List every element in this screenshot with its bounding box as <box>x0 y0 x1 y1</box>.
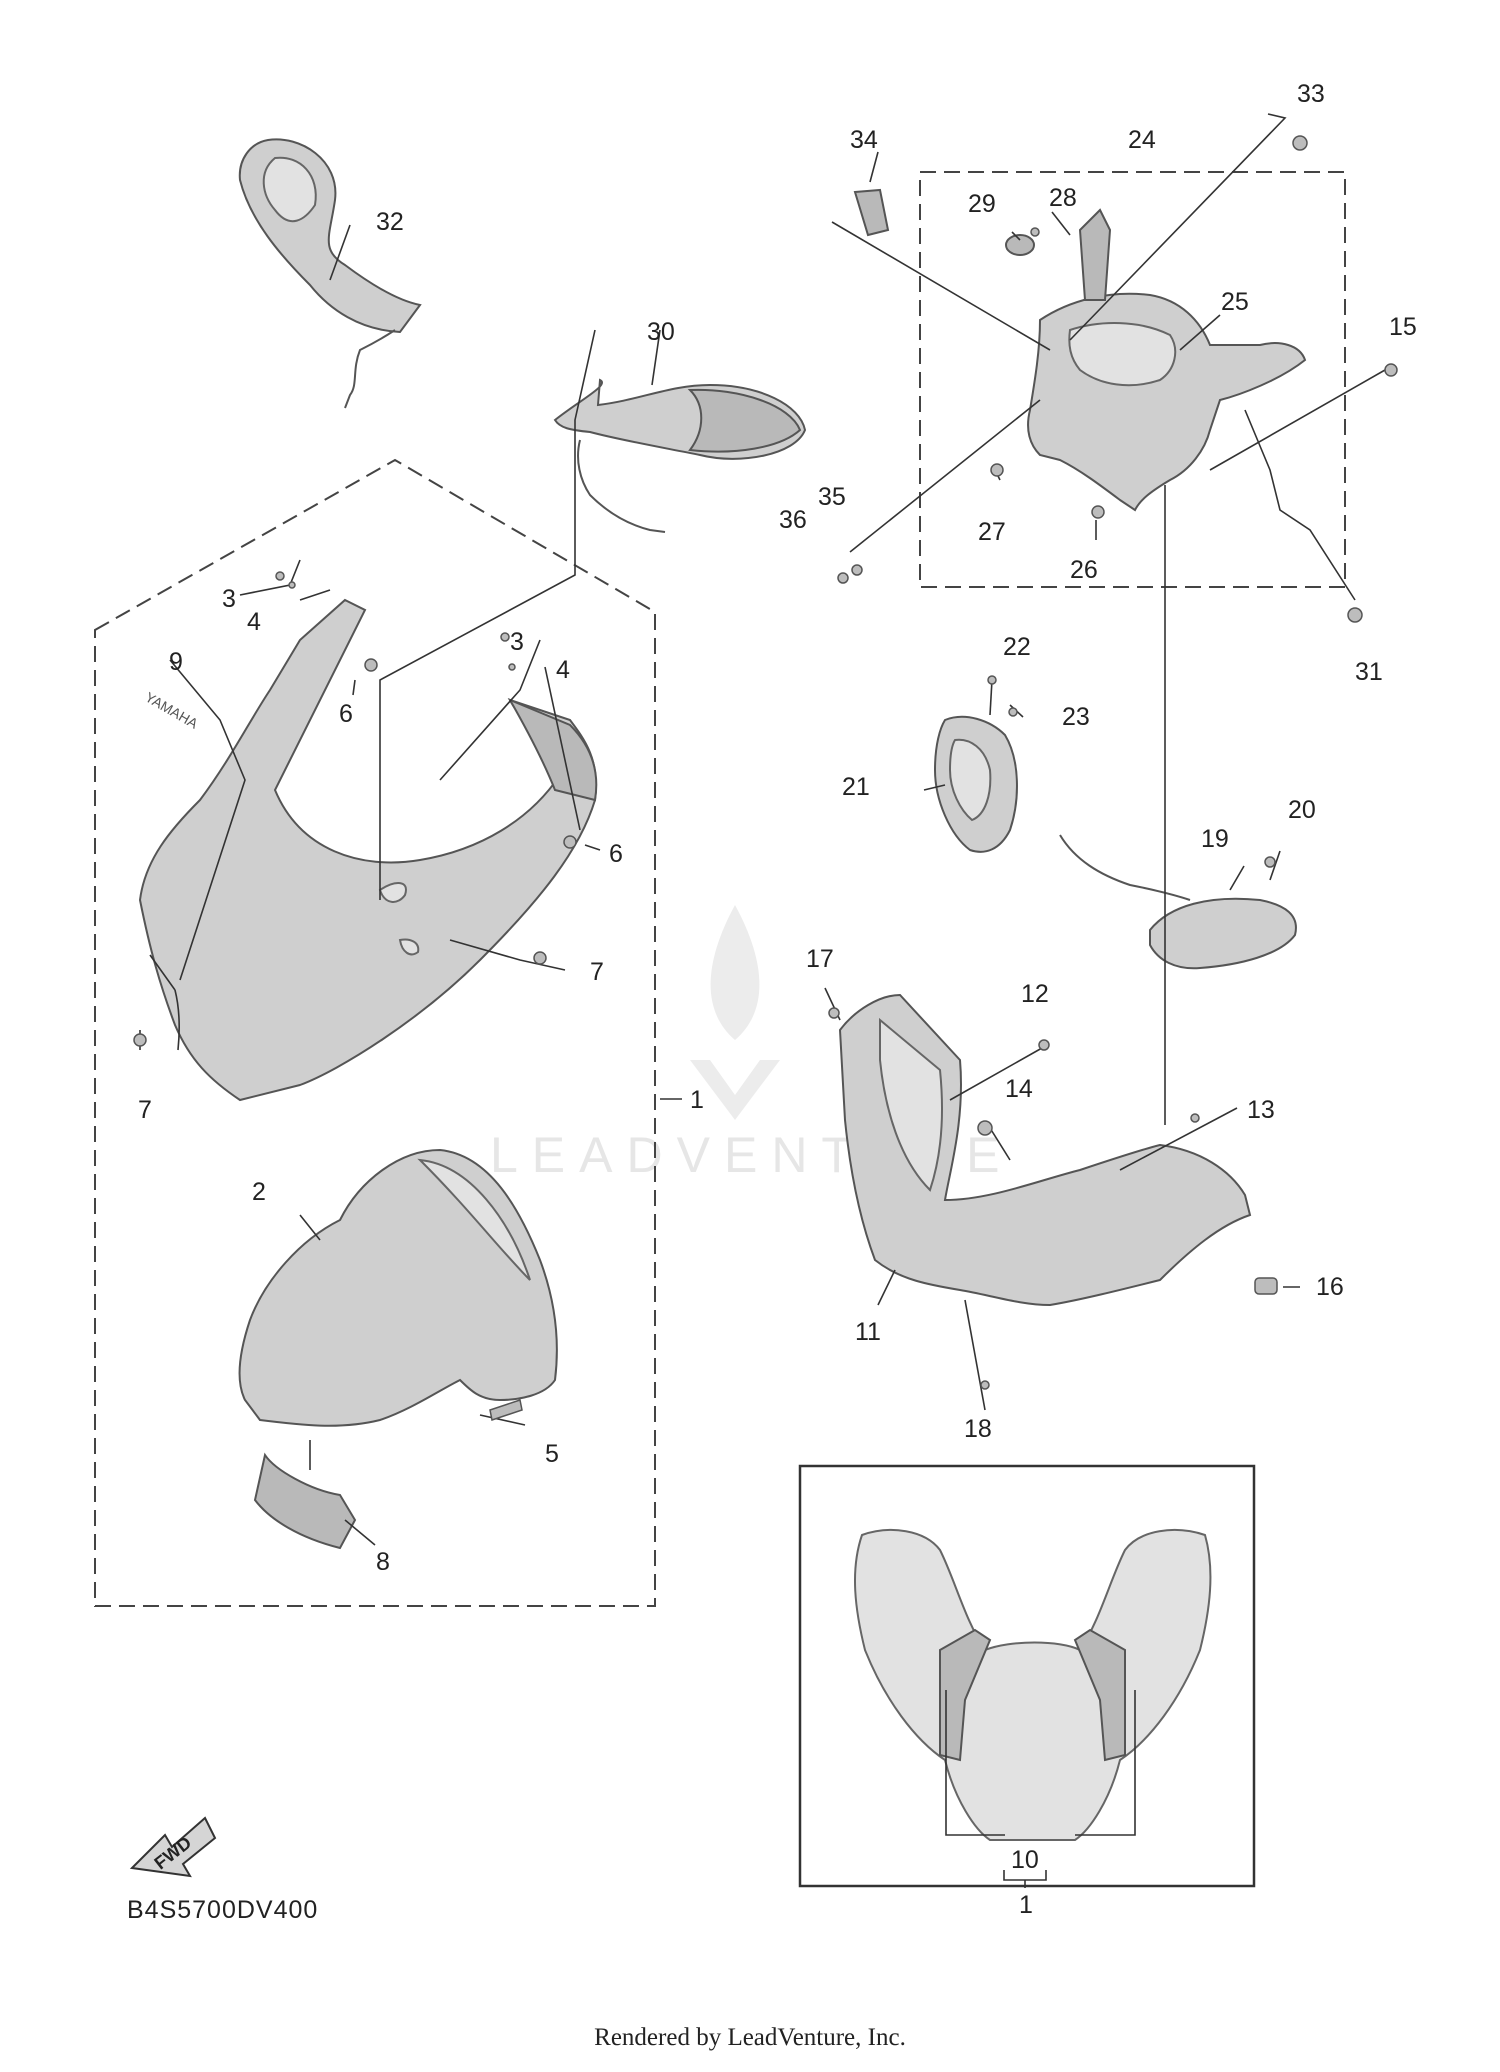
part-8-panel[interactable] <box>253 1452 357 1550</box>
callout-1b: 1 <box>1019 1891 1033 1919</box>
assembly-1-boundary <box>94 458 656 1607</box>
callout-14: 14 <box>1005 1075 1033 1103</box>
part-16-nut[interactable] <box>1254 1277 1278 1295</box>
callout-10: 10 <box>1011 1846 1039 1874</box>
part-11-lower-bracket[interactable] <box>838 993 1252 1307</box>
callout-21: 21 <box>842 773 870 801</box>
callout-8: 8 <box>376 1548 390 1576</box>
part-21-headlight[interactable] <box>933 715 1018 853</box>
callout-33: 33 <box>1297 80 1325 108</box>
callout-34: 34 <box>850 126 878 154</box>
callout-1: 1 <box>690 1086 704 1114</box>
diagram-code: B4S5700DV400 <box>127 1896 319 1924</box>
callout-3a: 3 <box>222 585 236 613</box>
callout-36: 36 <box>779 506 807 534</box>
render-credit: Rendered by LeadVenture, Inc. <box>594 2024 906 2051</box>
callout-13: 13 <box>1247 1096 1275 1124</box>
callout-12: 12 <box>1021 980 1049 1008</box>
callout-27: 27 <box>978 518 1006 546</box>
callout-3b: 3 <box>510 628 524 656</box>
callout-7a: 7 <box>590 958 604 986</box>
callout-28: 28 <box>1049 184 1077 212</box>
inset-box <box>798 1464 1256 1888</box>
fwd-arrow-icon: FWD <box>129 1816 217 1878</box>
callout-18: 18 <box>964 1415 992 1443</box>
brand-mark: YAMAHA <box>143 689 202 732</box>
callout-29: 29 <box>968 190 996 218</box>
part-1-side-cowl[interactable] <box>138 598 598 1102</box>
callout-32: 32 <box>376 208 404 236</box>
part-10-decal-set[interactable] <box>939 1628 1126 1762</box>
callout-31: 31 <box>1355 658 1383 686</box>
callout-24: 24 <box>1128 126 1156 154</box>
callout-4a: 4 <box>247 608 261 636</box>
callout-11: 11 <box>855 1318 881 1346</box>
part-34-clip[interactable] <box>853 188 890 237</box>
part-25-headlight-stay[interactable] <box>1027 208 1307 512</box>
callout-labels: 1 2 3 3 4 4 5 6 6 7 7 8 9 10 1 11 12 13 … <box>138 80 1417 1919</box>
callout-23: 23 <box>1062 703 1090 731</box>
part-2-upper-cowl[interactable] <box>238 1148 558 1427</box>
callout-30: 30 <box>647 318 675 346</box>
callout-16: 16 <box>1316 1273 1344 1301</box>
callout-5: 5 <box>545 1440 559 1468</box>
callout-6b: 6 <box>609 840 623 868</box>
callout-4b: 4 <box>556 656 570 684</box>
part-32-left-mirror[interactable] <box>238 138 422 409</box>
callout-9: 9 <box>169 648 183 676</box>
callout-22: 22 <box>1003 633 1031 661</box>
callout-7b: 7 <box>138 1096 152 1124</box>
callout-25: 25 <box>1221 288 1249 316</box>
hardware-fasteners <box>133 135 1398 1421</box>
part-30-right-mirror[interactable] <box>553 378 807 533</box>
callout-17: 17 <box>806 945 834 973</box>
inset-upper-cowl-view <box>854 1529 1212 1841</box>
callout-15: 15 <box>1389 313 1417 341</box>
callout-19: 19 <box>1201 825 1229 853</box>
callout-35: 35 <box>818 483 846 511</box>
callout-2: 2 <box>252 1178 266 1206</box>
callout-20: 20 <box>1288 796 1316 824</box>
part-19-lamp[interactable] <box>1059 834 1297 970</box>
callout-6a: 6 <box>339 700 353 728</box>
callout-26: 26 <box>1070 556 1098 584</box>
part-29-grommet[interactable] <box>1005 234 1035 256</box>
assembly-24-boundary <box>919 171 1346 588</box>
leader-lines <box>139 113 1386 1888</box>
